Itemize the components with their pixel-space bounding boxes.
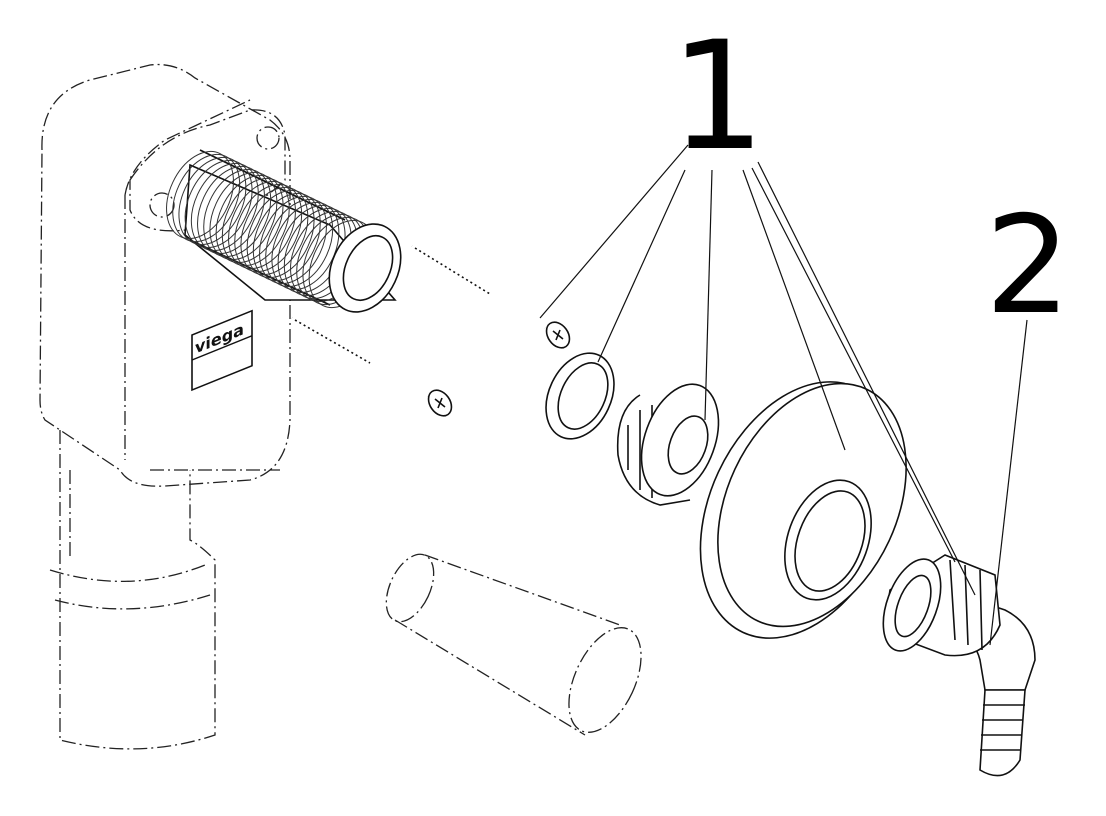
leader-lines-1 bbox=[539, 144, 976, 596]
thread-ring bbox=[234, 183, 303, 273]
thread-ring bbox=[246, 189, 315, 279]
thread-ring bbox=[259, 195, 327, 285]
viega-logo: viega bbox=[191, 309, 253, 392]
logo-text: viega bbox=[195, 320, 244, 358]
screw-lower bbox=[291, 316, 453, 417]
callout-label-2: 2 bbox=[985, 187, 1071, 344]
wall-rosette bbox=[699, 381, 907, 639]
thread-ring bbox=[265, 198, 334, 288]
callout-label-1: 1 bbox=[670, 10, 765, 184]
union-nut bbox=[616, 383, 720, 506]
thread-ring bbox=[252, 192, 321, 282]
thread-ring bbox=[178, 156, 247, 246]
thread-ring bbox=[172, 153, 241, 243]
sleeve-tube bbox=[385, 553, 642, 736]
elbow-hose-connector bbox=[882, 554, 1036, 777]
thread-ring bbox=[240, 186, 309, 276]
thread-ring bbox=[197, 165, 265, 255]
thread-ring bbox=[228, 180, 296, 270]
thread-ring bbox=[184, 159, 253, 249]
screw-upper bbox=[411, 244, 571, 349]
thread-ring bbox=[221, 177, 290, 267]
thread-ring bbox=[215, 174, 284, 264]
thread-ring bbox=[209, 171, 278, 261]
thread-ring bbox=[166, 150, 234, 240]
seal-ring bbox=[545, 352, 615, 440]
siphon-housing bbox=[39, 63, 291, 750]
leader-line-2 bbox=[989, 319, 1028, 646]
thread-ring bbox=[203, 168, 272, 258]
thread-ring bbox=[190, 162, 259, 252]
threaded-outlet-pipe bbox=[166, 149, 402, 313]
